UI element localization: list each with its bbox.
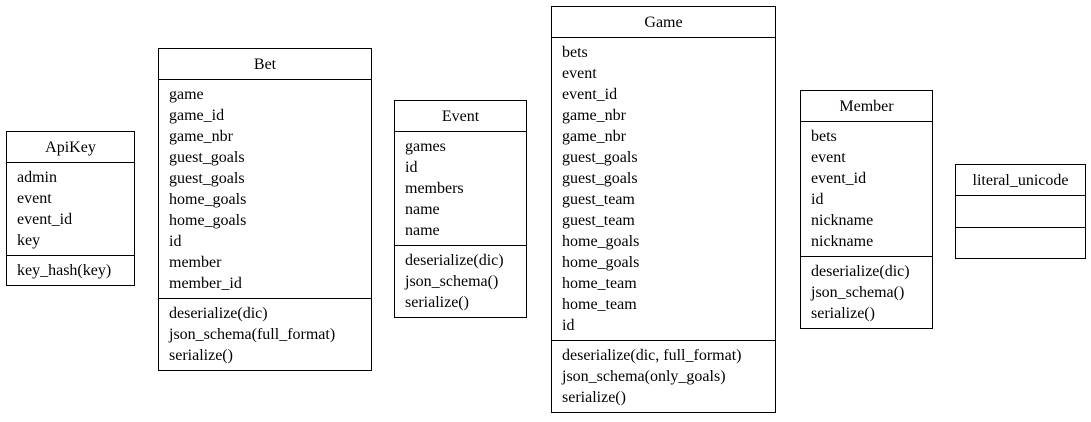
attribute: event [17, 190, 52, 207]
attribute: guest_goals [169, 170, 245, 187]
class-name: Game [552, 7, 775, 38]
class-member: Member bets event event_id id nickname n… [800, 90, 933, 329]
attribute: game_nbr [562, 128, 626, 145]
attributes-section: bets event event_id id nickname nickname [801, 122, 932, 256]
attribute: name [405, 222, 440, 239]
attribute: home_team [562, 275, 637, 292]
attribute: games [405, 138, 446, 155]
attribute: game_id [169, 107, 225, 124]
attribute: game_nbr [169, 128, 233, 145]
attribute: event_id [811, 170, 867, 187]
method: deserialize(dic) [169, 305, 268, 322]
attributes-section: bets event event_id game_nbr game_nbr gu… [552, 38, 775, 340]
attribute: home_goals [169, 212, 247, 229]
attribute: event [562, 65, 597, 82]
attribute: home_team [562, 296, 637, 313]
attributes-section [956, 196, 1085, 227]
attribute: home_goals [562, 233, 640, 250]
class-name: literal_unicode [956, 165, 1085, 196]
class-literal-unicode: literal_unicode [955, 164, 1086, 259]
attribute: id [405, 159, 418, 176]
methods-section: deserialize(dic) json_schema() serialize… [395, 245, 526, 317]
attribute: guest_goals [562, 149, 638, 166]
attribute: key [17, 232, 41, 249]
attribute: guest_team [562, 212, 635, 229]
method: deserialize(dic) [811, 263, 910, 280]
attribute: members [405, 180, 464, 197]
attribute: guest_goals [562, 170, 638, 187]
method: deserialize(dic, full_format) [562, 347, 742, 364]
attribute: game [169, 86, 204, 103]
method: key_hash(key) [17, 262, 112, 279]
attribute: nickname [811, 233, 874, 250]
class-name: Event [395, 101, 526, 132]
attribute: event [811, 149, 846, 166]
attribute: home_goals [562, 254, 640, 271]
class-event: Event games id members name name deseria… [394, 100, 527, 318]
method: deserialize(dic) [405, 252, 504, 269]
attribute: id [169, 233, 182, 250]
attributes-section: admin event event_id key [7, 163, 134, 255]
method: serialize() [405, 294, 469, 311]
attribute: event_id [562, 86, 618, 103]
class-bet: Bet game game_id game_nbr guest_goals gu… [158, 48, 372, 371]
class-apikey: ApiKey admin event event_id key key_hash… [6, 131, 135, 286]
attribute: id [811, 191, 824, 208]
methods-section: deserialize(dic, full_format) json_schem… [552, 340, 775, 412]
methods-section [956, 227, 1085, 258]
attribute: member_id [169, 275, 242, 292]
methods-section: key_hash(key) [7, 255, 134, 285]
class-name: Member [801, 91, 932, 122]
class-game: Game bets event event_id game_nbr game_n… [551, 6, 776, 413]
attribute: event_id [17, 211, 73, 228]
attribute: game_nbr [562, 107, 626, 124]
class-name: Bet [159, 49, 371, 80]
method: serialize() [811, 305, 875, 322]
attribute: member [169, 254, 222, 271]
methods-section: deserialize(dic) json_schema(full_format… [159, 298, 371, 370]
attribute: guest_team [562, 191, 635, 208]
methods-section: deserialize(dic) json_schema() serialize… [801, 256, 932, 328]
method: serialize() [562, 389, 626, 406]
class-name: ApiKey [7, 132, 134, 163]
method: json_schema() [405, 273, 499, 290]
attribute: guest_goals [169, 149, 245, 166]
attributes-section: games id members name name [395, 132, 526, 245]
method: json_schema(full_format) [169, 326, 336, 343]
attribute: nickname [811, 212, 874, 229]
attributes-section: game game_id game_nbr guest_goals guest_… [159, 80, 371, 298]
attribute: home_goals [169, 191, 247, 208]
attribute: admin [17, 169, 57, 186]
attribute: name [405, 201, 440, 218]
attribute: bets [811, 128, 837, 145]
attribute: bets [562, 44, 588, 61]
method: json_schema() [811, 284, 905, 301]
method: serialize() [169, 347, 233, 364]
attribute: id [562, 317, 575, 334]
method: json_schema(only_goals) [562, 368, 726, 385]
